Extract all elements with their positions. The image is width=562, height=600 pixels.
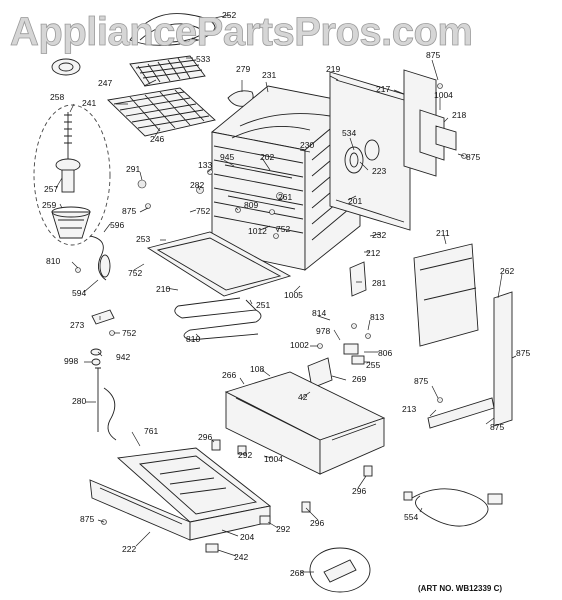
part-number-label: 875 [466, 152, 480, 162]
part-number-label: 752 [196, 206, 210, 216]
part-number-label: 201 [348, 196, 362, 206]
part-number-label: 810 [46, 256, 60, 266]
part-number-label: 1012 [248, 226, 267, 236]
part-number-label: 251 [256, 300, 270, 310]
part-number-label: 998 [64, 356, 78, 366]
part-number-label: 296 [198, 432, 212, 442]
part-number-label: 223 [372, 166, 386, 176]
part-number-label: 533 [196, 54, 210, 64]
part-number-label: 292 [276, 524, 290, 534]
part-number-label: 875 [516, 348, 530, 358]
part-number-label: 296 [310, 518, 324, 528]
part-number-label: 594 [72, 288, 86, 298]
part-number-label: 269 [352, 374, 366, 384]
art-number: (ART NO. WB12339 C) [418, 584, 502, 593]
part-number-label: 1002 [290, 340, 309, 350]
part-number-label: 255 [366, 360, 380, 370]
part-number-label: 202 [260, 152, 274, 162]
part-number-label: 246 [150, 134, 164, 144]
part-number-label: 1004 [264, 454, 283, 464]
part-number-label: 279 [236, 64, 250, 74]
part-number-label: 806 [378, 348, 392, 358]
part-number-label: 230 [300, 140, 314, 150]
part-number-label: 752 [128, 268, 142, 278]
part-number-label: 280 [72, 396, 86, 406]
part-number-label: 252 [222, 10, 236, 20]
part-number-label: 268 [290, 568, 304, 578]
part-number-label: 814 [312, 308, 326, 318]
part-number-label: 212 [366, 248, 380, 258]
part-number-label: 262 [500, 266, 514, 276]
part-number-label: 554 [404, 512, 418, 522]
part-number-label: 761 [144, 426, 158, 436]
part-number-label: 266 [222, 370, 236, 380]
part-number-label: 875 [426, 50, 440, 60]
part-number-label: 133 [198, 160, 212, 170]
part-number-label: 945 [220, 152, 234, 162]
part-number-label: 282 [190, 180, 204, 190]
part-number-label: 809 [244, 200, 258, 210]
part-number-label: 210 [156, 284, 170, 294]
part-number-label: 875 [80, 514, 94, 524]
part-number-label: 752 [276, 224, 290, 234]
watermark-text: AppliancePartsPros.com [10, 10, 473, 54]
part-number-label: 296 [352, 486, 366, 496]
part-number-label: 211 [436, 228, 450, 238]
part-number-label: 534 [342, 128, 356, 138]
part-number-label: 42 [298, 392, 308, 402]
part-number-label: 1005 [284, 290, 303, 300]
part-number-label: 273 [70, 320, 84, 330]
part-number-label: 253 [136, 234, 150, 244]
part-number-label: 247 [98, 78, 112, 88]
part-number-label: 219 [326, 64, 340, 74]
part-number-label: 204 [240, 532, 254, 542]
part-number-label: 813 [370, 312, 384, 322]
part-number-label: 217 [376, 84, 390, 94]
part-number-label: 218 [452, 110, 466, 120]
part-number-label: 231 [262, 70, 276, 80]
part-number-label: 942 [116, 352, 130, 362]
leader-lines [55, 14, 517, 573]
part-number-label: 261 [278, 192, 292, 202]
part-drawings [33, 13, 513, 593]
part-number-label: 810 [186, 334, 200, 344]
part-number-label: 875 [414, 376, 428, 386]
part-number-label: 258 [50, 92, 64, 102]
part-number-label: 241 [82, 98, 96, 108]
part-number-label: 232 [372, 230, 386, 240]
part-number-label: 108 [250, 364, 264, 374]
part-number-label: 213 [402, 404, 416, 414]
part-number-label: 1004 [434, 90, 453, 100]
part-number-label: 752 [122, 328, 136, 338]
part-number-label: 242 [234, 552, 248, 562]
part-number-label: 875 [490, 422, 504, 432]
part-number-label: 281 [372, 278, 386, 288]
part-number-label: 978 [316, 326, 330, 336]
part-number-label: 875 [122, 206, 136, 216]
part-number-label: 291 [126, 164, 140, 174]
part-number-label: 596 [110, 220, 124, 230]
part-number-label: 257 [44, 184, 58, 194]
part-number-label: 222 [122, 544, 136, 554]
part-number-label: 292 [238, 450, 252, 460]
part-number-label: 259 [42, 200, 56, 210]
